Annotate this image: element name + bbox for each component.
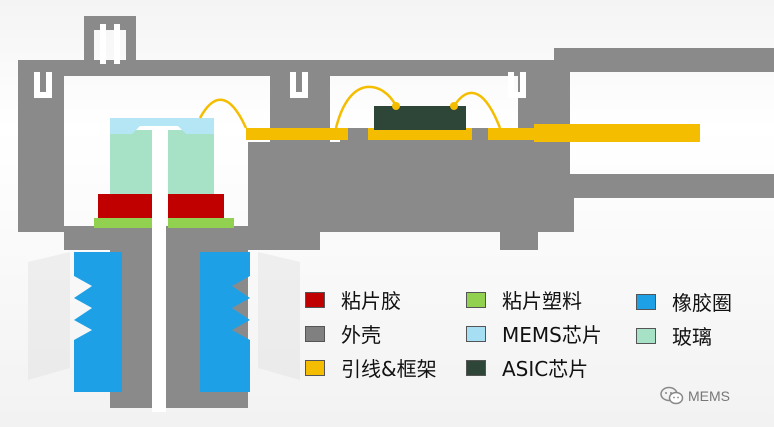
legend-item-plastic: 粘片塑料 [466, 285, 582, 314]
legend-item-rubber: 橡胶圈 [636, 287, 732, 316]
glass-layer [110, 130, 214, 194]
rubber-ring-halo [28, 252, 300, 380]
legend-swatch-plastic [466, 291, 486, 308]
legend-item-adhesive: 粘片胶 [305, 285, 401, 314]
legend-label-housing: 外壳 [341, 323, 381, 347]
rubber-ring [74, 252, 250, 392]
legend-label-rubber: 橡胶圈 [672, 291, 732, 315]
legend-item-leadframe: 引线&框架 [305, 353, 437, 382]
bond-points [392, 102, 458, 110]
legend-label-glass: 玻璃 [672, 325, 712, 349]
lead-frame [246, 124, 700, 142]
legend-label-mems: MEMS芯片 [502, 323, 602, 347]
legend-label-asic: ASIC芯片 [502, 357, 589, 381]
watermark-text: MEMS [688, 388, 730, 404]
legend-item-asic: ASIC芯片 [466, 353, 588, 382]
legend-swatch-adhesive [305, 291, 325, 308]
legend-item-housing: 外壳 [305, 319, 381, 348]
legend-label-plastic: 粘片塑料 [502, 289, 582, 313]
wechat-icon [660, 386, 684, 405]
die-attach-plastic [94, 218, 234, 228]
legend-swatch-mems [466, 325, 486, 342]
legend-label-adhesive: 粘片胶 [341, 289, 401, 313]
pressure-port [152, 130, 166, 412]
bond-wires [198, 85, 502, 129]
legend-swatch-asic [466, 359, 486, 376]
legend-label-leadframe: 引线&框架 [341, 357, 437, 381]
legend-swatch-housing [305, 325, 325, 342]
asic-chip [374, 106, 466, 130]
legend-swatch-glass [636, 327, 656, 344]
legend-swatch-rubber [636, 293, 656, 310]
legend-item-mems: MEMS芯片 [466, 319, 602, 348]
watermark: MEMS [660, 386, 730, 406]
legend-item-glass: 玻璃 [636, 321, 712, 350]
mems-chip [110, 118, 214, 134]
die-attach-adhesive [98, 194, 224, 218]
legend-swatch-leadframe [305, 359, 325, 376]
